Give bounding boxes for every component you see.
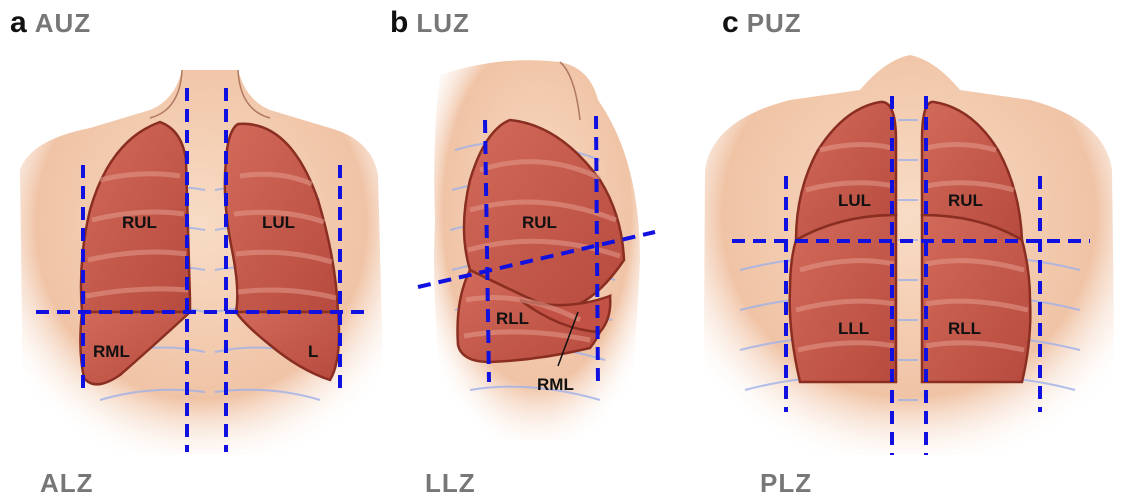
panel-a-lobe-label-l: L: [308, 342, 318, 361]
panel-a-lobe-label-rul: RUL: [122, 213, 157, 232]
panel-a-lobe-label-rml: RML: [93, 342, 130, 361]
panel-c-illustration: LUL RUL LLL RLL: [704, 55, 1114, 455]
panel-a-lobe-label-lul: LUL: [262, 213, 295, 232]
panel-b-lobe-label-rul: RUL: [522, 213, 557, 232]
panel-a-illustration: RUL LUL RML L: [20, 70, 382, 455]
panel-b-lobe-label-rml: RML: [537, 375, 574, 394]
panel-c-lobe-label-lll: LLL: [838, 319, 869, 338]
panel-b-illustration: RUL RLL RML: [418, 60, 655, 440]
panel-c-lobe-label-lul: LUL: [838, 191, 871, 210]
panel-b-lobe-label-rll: RLL: [496, 309, 529, 328]
panel-c-lobe-label-rul: RUL: [948, 191, 983, 210]
panel-c-lobe-label-rll: RLL: [948, 319, 981, 338]
panel-c-torso: [704, 55, 1114, 455]
